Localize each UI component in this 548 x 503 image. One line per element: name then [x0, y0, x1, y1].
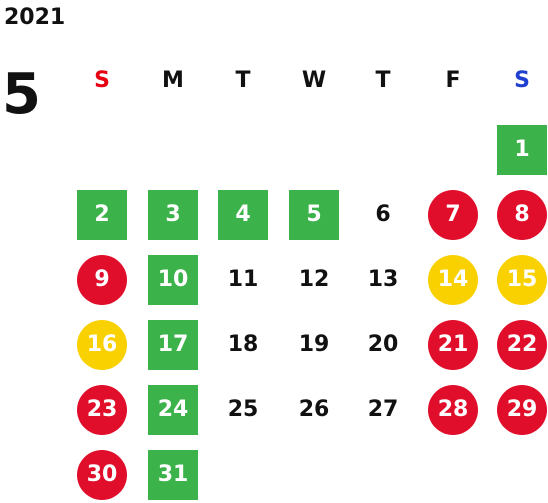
day-19: 19 [298, 332, 330, 357]
weekday-wednesday: W [301, 68, 327, 93]
day-3: 3 [148, 190, 198, 240]
day-5: 5 [289, 190, 339, 240]
day-8: 8 [497, 190, 547, 240]
day-4: 4 [218, 190, 268, 240]
day-17: 17 [148, 320, 198, 370]
weekday-thursday: T [375, 68, 391, 93]
day-16: 16 [77, 320, 127, 370]
day-13: 13 [367, 267, 399, 292]
day-7: 7 [428, 190, 478, 240]
day-23: 23 [77, 385, 127, 435]
day-11: 11 [227, 267, 259, 292]
day-6: 6 [375, 202, 391, 227]
day-15: 15 [497, 255, 547, 305]
day-20: 20 [367, 332, 399, 357]
day-10: 10 [148, 255, 198, 305]
day-1: 1 [497, 125, 547, 175]
day-21: 21 [428, 320, 478, 370]
day-24: 24 [148, 385, 198, 435]
weekday-sunday: S [94, 68, 110, 93]
calendar-year: 2021 [4, 5, 66, 30]
weekday-friday: F [445, 68, 461, 93]
day-31: 31 [148, 450, 198, 500]
calendar-month: 5 [2, 62, 41, 127]
day-28: 28 [428, 385, 478, 435]
day-18: 18 [227, 332, 259, 357]
weekday-monday: M [162, 68, 184, 93]
day-25: 25 [227, 397, 259, 422]
day-27: 27 [367, 397, 399, 422]
day-12: 12 [298, 267, 330, 292]
day-9: 9 [77, 255, 127, 305]
day-26: 26 [298, 397, 330, 422]
weekday-saturday: S [514, 68, 530, 93]
day-2: 2 [77, 190, 127, 240]
day-22: 22 [497, 320, 547, 370]
day-29: 29 [497, 385, 547, 435]
weekday-tuesday: T [235, 68, 251, 93]
day-14: 14 [428, 255, 478, 305]
day-30: 30 [77, 450, 127, 500]
